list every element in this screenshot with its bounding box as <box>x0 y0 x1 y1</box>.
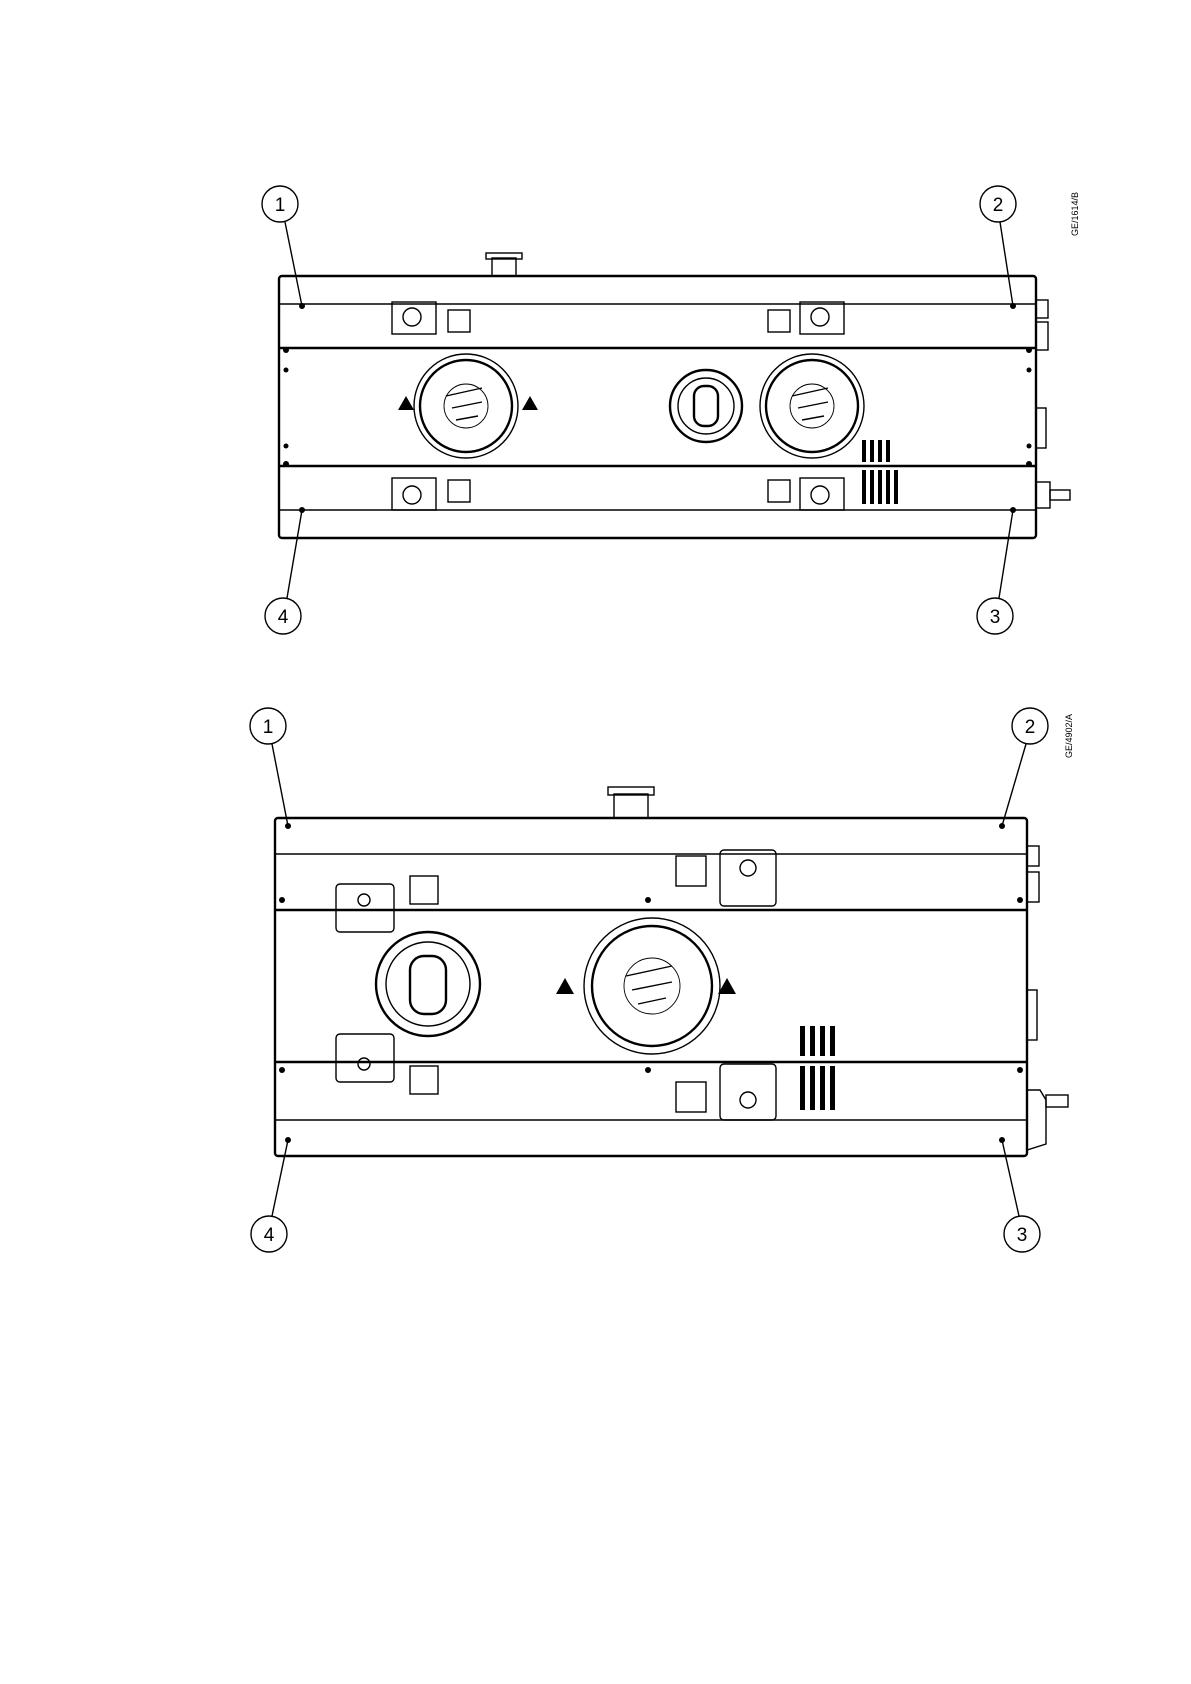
callout-2: 2 <box>980 186 1016 222</box>
svg-text:4: 4 <box>264 1225 275 1246</box>
vent-slots <box>862 440 898 504</box>
callout-3: 3 <box>977 598 1013 634</box>
svg-text:1: 1 <box>263 717 274 738</box>
svg-text:4: 4 <box>278 607 289 628</box>
pump-top-view-drawing: 1 2 3 4 GE/1614/B <box>262 186 1080 634</box>
vent-slots <box>800 1026 835 1110</box>
svg-text:1: 1 <box>275 195 286 216</box>
svg-text:3: 3 <box>990 607 1001 628</box>
drawing-reference: GE/1614/B <box>1070 192 1080 236</box>
callout-4: 4 <box>265 598 301 634</box>
svg-text:3: 3 <box>1017 1225 1028 1246</box>
callout-2: 2 <box>1012 708 1048 744</box>
svg-text:2: 2 <box>1025 717 1036 738</box>
svg-text:2: 2 <box>993 195 1004 216</box>
drawing-reference: GE/4902/A <box>1064 714 1074 758</box>
callout-1: 1 <box>262 186 298 222</box>
callout-3: 3 <box>1004 1216 1040 1252</box>
callout-1: 1 <box>250 708 286 744</box>
pump-alternate-view-drawing: 1 2 3 4 GE/4902/A <box>250 708 1074 1252</box>
callout-4: 4 <box>251 1216 287 1252</box>
